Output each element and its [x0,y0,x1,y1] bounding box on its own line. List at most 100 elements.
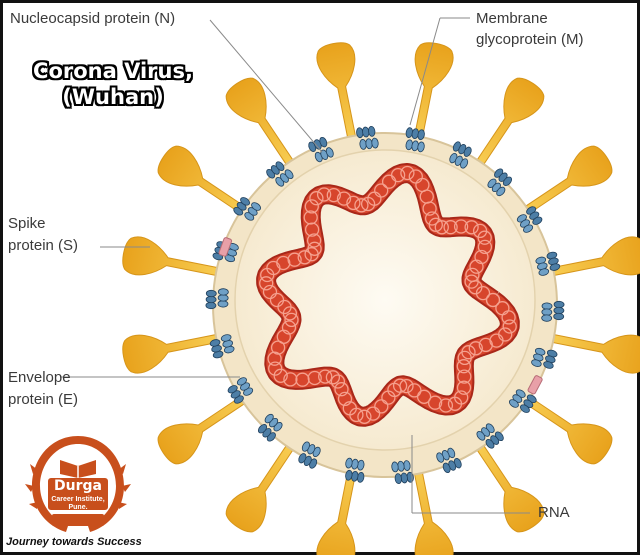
rna-coil [501,310,516,325]
rna-coil [469,259,484,274]
rna-coil [456,359,471,374]
label-membrane-line-1: Membrane [476,10,548,27]
rna-coil [287,252,302,267]
rna-coil [268,361,283,376]
rna-coil [390,167,406,183]
rna-coil [342,401,357,416]
label-spike-line-1: Spike [8,215,46,232]
membrane-protein [535,251,561,276]
rna-coil [485,292,501,308]
membrane-protein-group [205,125,565,485]
spike-protein [413,468,454,555]
rna-coil [374,183,389,198]
rna-coil [381,390,396,405]
label-spike-line-2: protein (S) [8,237,79,254]
logo-tagline: Journey towards Success [6,536,142,548]
membrane-protein [405,127,425,153]
membrane-protein [266,161,294,187]
label-rna: RNA [538,504,570,521]
rna-coil [447,396,463,411]
rna-coil [464,220,479,235]
envelope-protein [527,375,543,395]
membrane-protein [509,389,537,413]
logo-institute-line-1: Career Institute, [51,496,105,503]
rna-coil [346,195,361,211]
rna-coil [283,372,298,387]
spike-protein [225,77,296,169]
membrane-protein [449,141,472,169]
rna-coil [438,398,454,413]
spike-protein [316,468,357,555]
spike-protein [474,441,545,533]
rna-coil [316,187,332,202]
spike-protein [548,236,640,277]
membrane-protein [356,125,379,150]
membrane-protein [227,377,254,404]
membrane-protein [209,334,235,359]
rna-coil [502,319,517,334]
rna-coil [456,380,472,395]
rna-coil [416,389,432,404]
membrane-protein [487,168,513,197]
membrane-protein [233,197,261,221]
title-line-1: Corona Virus, [33,59,193,83]
envelope-protein [218,237,233,257]
rna-coil [428,217,443,232]
rna-coil [468,341,483,356]
rna-coil [269,292,285,308]
spike-protein [413,42,454,142]
spike-protein [122,236,222,277]
spike-protein [122,333,222,374]
spike-protein [157,394,249,465]
rna-coil [400,165,415,181]
rna-coil [306,233,322,248]
rna-coil [297,250,312,265]
rna-coil [422,201,437,216]
logo-institute: Career Institute, Pune. [22,496,134,512]
rna-coil [262,284,278,300]
rna-coil [309,191,324,206]
rna-coil [273,368,288,383]
rna-coil [427,395,443,410]
membrane-protein [541,300,565,322]
rna-coil [259,276,274,291]
logo-institute-line-2: Pune. [68,504,88,511]
rna-coil [453,219,469,234]
membrane-protein [476,423,504,449]
rna-coil [407,383,422,398]
rna-coil [307,241,322,256]
spike-protein [521,145,613,216]
label-envelope-line-2: protein (E) [8,391,79,408]
rna-coil [354,198,369,213]
rna-coil [434,220,449,235]
rna-coil [478,337,493,353]
rna-coil [267,351,282,366]
spike-protein [157,145,249,216]
rna-coil [334,382,349,397]
rna-coil [325,370,341,385]
rna-coil [304,222,320,237]
institute-logo: Durga Career Institute, Pune. [22,430,134,538]
label-nucleocapsid: Nucleocapsid protein (N) [10,10,176,27]
rna-strand [258,165,518,425]
rna-coil [330,374,346,389]
label-membrane-line-2: glycoprotein (M) [476,31,584,48]
leader-membrane [409,17,441,126]
membrane-protein [531,347,558,369]
logo-emblem [25,436,131,532]
rna-coil [457,350,472,366]
label-envelope-line-1: Envelope [8,369,71,386]
logo-brand: Durga [54,478,102,494]
envelope-protein-group [218,237,543,395]
rna-coil [304,199,319,214]
membrane-protein [205,288,229,310]
rna-coil [357,409,372,424]
rna-coil [276,255,291,271]
spike-protein [521,394,613,465]
rna-coil [374,399,389,414]
rna-coil [457,369,472,384]
membrane-protein [345,457,365,483]
rna-coil [281,320,297,335]
rna-coil [326,187,341,203]
